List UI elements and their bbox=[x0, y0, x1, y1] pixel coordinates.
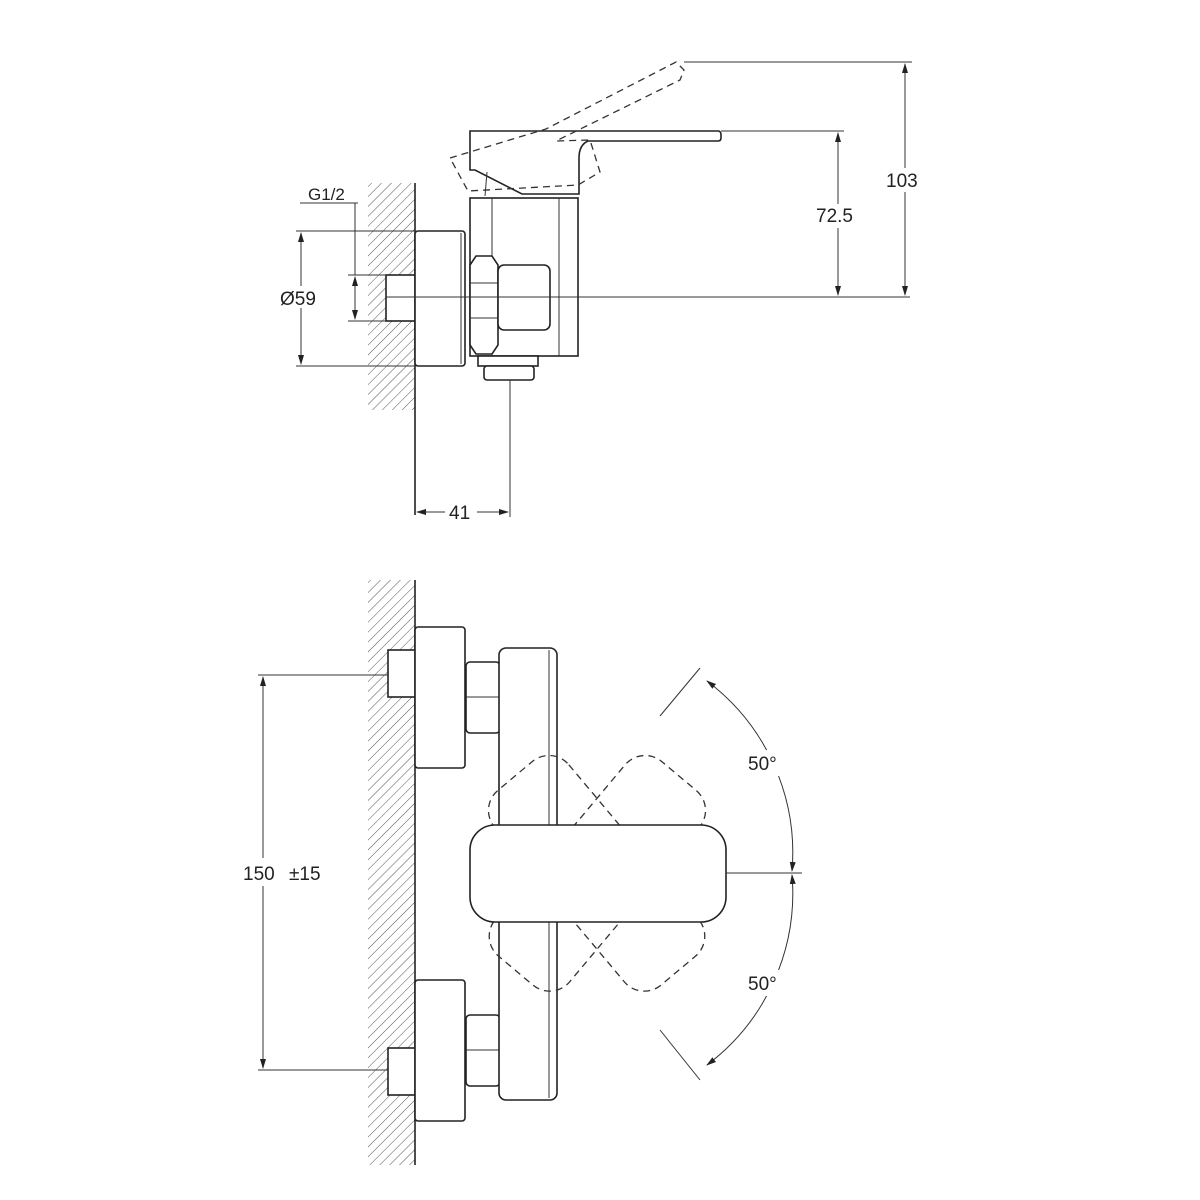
hex-nut bbox=[469, 255, 499, 355]
spacing-label: 150 bbox=[243, 864, 275, 885]
wall-flange-upper bbox=[414, 626, 466, 769]
depth-label: 41 bbox=[449, 503, 470, 524]
total-height-label: 103 bbox=[886, 171, 918, 192]
thread-label: G1/2 bbox=[308, 185, 345, 204]
pipe-stub bbox=[385, 274, 416, 322]
outlet-tip bbox=[483, 365, 535, 381]
angle-down-label: 50° bbox=[748, 974, 777, 995]
pipe-stub-lower bbox=[387, 1047, 416, 1096]
handle-front bbox=[469, 824, 727, 923]
wall-flange-lower bbox=[414, 979, 466, 1122]
front-view: 150 ±15 50° 50° bbox=[240, 580, 802, 1165]
pipe-stub-upper bbox=[387, 649, 416, 698]
lever-handle bbox=[469, 130, 722, 195]
lever-height-label: 72.5 bbox=[816, 206, 853, 227]
wall-flange bbox=[414, 230, 466, 367]
lever-raised-position bbox=[449, 61, 685, 192]
outlet-thread bbox=[477, 355, 539, 367]
diameter-label: Ø59 bbox=[280, 289, 316, 310]
tolerance-label: ±15 bbox=[289, 864, 321, 885]
angle-up-label: 50° bbox=[748, 754, 777, 775]
side-view: G1/2 Ø59 72.5 103 41 bbox=[278, 61, 926, 524]
